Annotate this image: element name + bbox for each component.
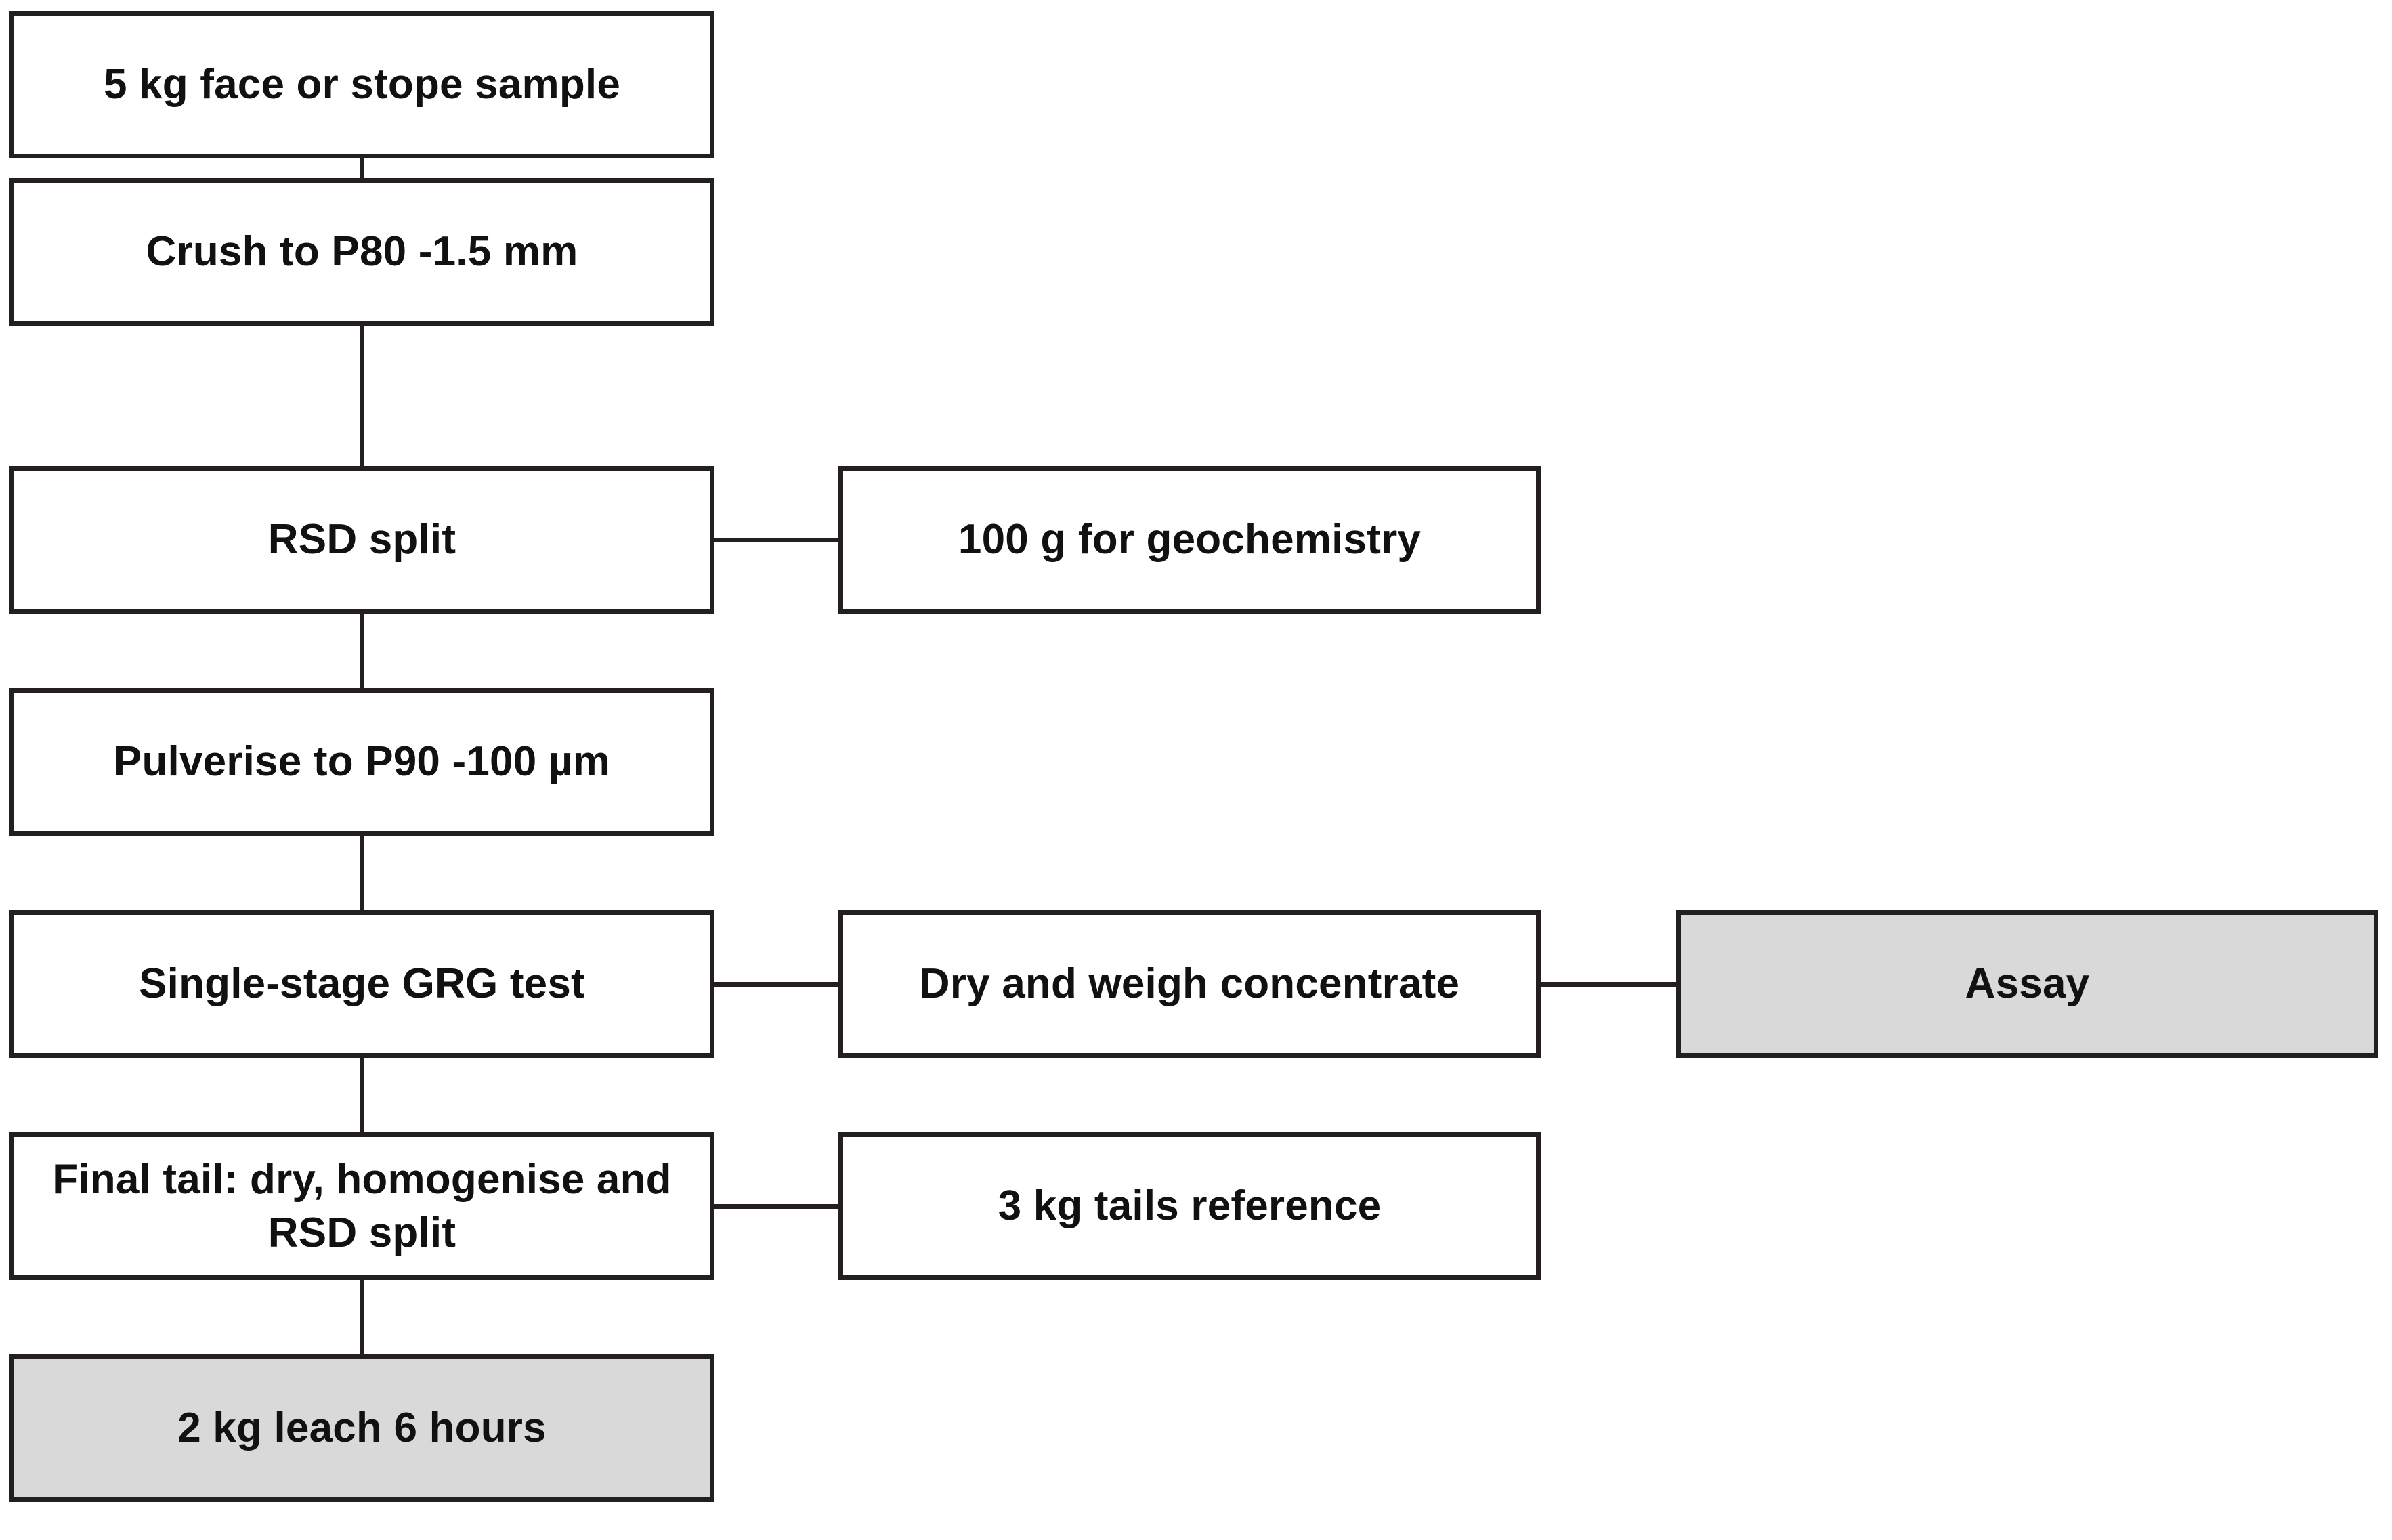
- flow-node-grg-test[interactable]: Single-stage GRG test: [9, 910, 714, 1058]
- flow-node-crush[interactable]: Crush to P80 -1.5 mm: [9, 178, 714, 326]
- flow-node-label-assay: Assay: [1965, 960, 2090, 1008]
- connector-final-tail-to-reference: [714, 1204, 838, 1209]
- connector-final-tail-to-leach: [360, 1280, 364, 1354]
- flow-node-label-tails-reference: 3 kg tails reference: [998, 1182, 1382, 1230]
- connector-pulverise-to-grg: [360, 836, 364, 910]
- connector-rsd-to-geochem: [714, 538, 838, 542]
- flow-node-label-grg-test: Single-stage GRG test: [139, 960, 585, 1008]
- flow-node-label-pulverise: Pulverise to P90 -100 µm: [113, 738, 611, 786]
- flow-node-leach[interactable]: 2 kg leach 6 hours: [9, 1354, 714, 1502]
- connector-grg-to-final-tail: [360, 1058, 364, 1132]
- flow-node-rsd-split[interactable]: RSD split: [9, 466, 714, 614]
- flow-node-tails-reference[interactable]: 3 kg tails reference: [838, 1132, 1541, 1280]
- flow-node-dry-weigh[interactable]: Dry and weigh concentrate: [838, 910, 1541, 1058]
- flow-node-label-leach: 2 kg leach 6 hours: [177, 1405, 547, 1452]
- connector-crush-to-rsd: [360, 326, 364, 466]
- flow-node-assay[interactable]: Assay: [1676, 910, 2378, 1058]
- flow-node-final-tail[interactable]: Final tail: dry, homogenise and RSD spli…: [9, 1132, 714, 1280]
- flow-node-geochem[interactable]: 100 g for geochemistry: [838, 466, 1541, 614]
- connector-rsd-to-pulverise: [360, 614, 364, 688]
- flow-node-sample[interactable]: 5 kg face or stope sample: [9, 11, 714, 158]
- flow-node-pulverise[interactable]: Pulverise to P90 -100 µm: [9, 688, 714, 836]
- flow-node-label-geochem: 100 g for geochemistry: [958, 516, 1422, 563]
- flow-node-label-crush: Crush to P80 -1.5 mm: [146, 228, 578, 276]
- connector-dry-weigh-to-assay: [1541, 982, 1676, 987]
- flow-node-label-sample: 5 kg face or stope sample: [103, 61, 621, 108]
- flow-node-label-rsd-split: RSD split: [268, 516, 456, 563]
- flow-node-label-dry-weigh: Dry and weigh concentrate: [919, 960, 1460, 1008]
- flow-node-label-final-tail: Final tail: dry, homogenise and RSD spli…: [52, 1155, 672, 1256]
- connector-grg-to-dry-weigh: [714, 982, 838, 987]
- connector-sample-to-crush: [360, 158, 364, 178]
